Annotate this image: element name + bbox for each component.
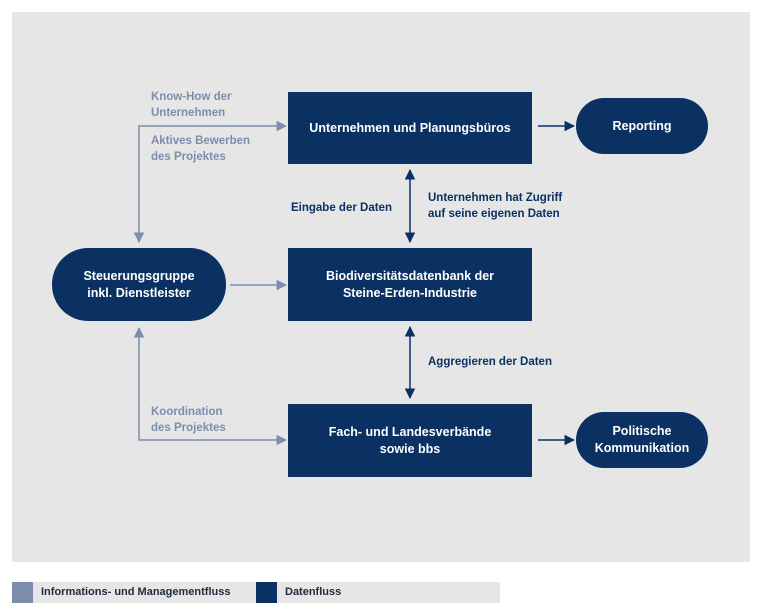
node-politische: Politische Kommunikation — [576, 412, 708, 468]
label-bewerben: Aktives Bewerben des Projektes — [151, 135, 251, 163]
node-datenbank: Biodiversitätsdatenbank der Steine-Erden… — [288, 248, 532, 321]
label-koordination: Koordination des Projektes — [151, 406, 226, 434]
arrow-steuerung-to-verbaende — [133, 326, 288, 446]
legend-label-info: Informations- und Managementfluss — [41, 586, 231, 598]
node-steuerungsgruppe: Steuerungsgruppe inkl. Dienstleister — [52, 248, 226, 321]
legend-swatch-info — [12, 582, 33, 603]
legend-label-data: Datenfluss — [285, 586, 342, 598]
node-unternehmen: Unternehmen und Planungsbüros — [288, 92, 532, 164]
node-verbaende: Fach- und Landesverbände sowie bbs — [288, 404, 532, 477]
label-eingabe: Eingabe der Daten — [291, 202, 392, 214]
legend-swatch-data — [256, 582, 277, 603]
arrow-steuerung-to-unternehmen — [133, 120, 288, 244]
label-aggregieren: Aggregieren der Daten — [428, 356, 552, 368]
label-zugriff: Unternehmen hat Zugriff auf seine eigene… — [428, 192, 563, 220]
label-knowhow: Know-How der Unternehmen — [151, 91, 232, 119]
node-reporting: Reporting — [576, 98, 708, 154]
